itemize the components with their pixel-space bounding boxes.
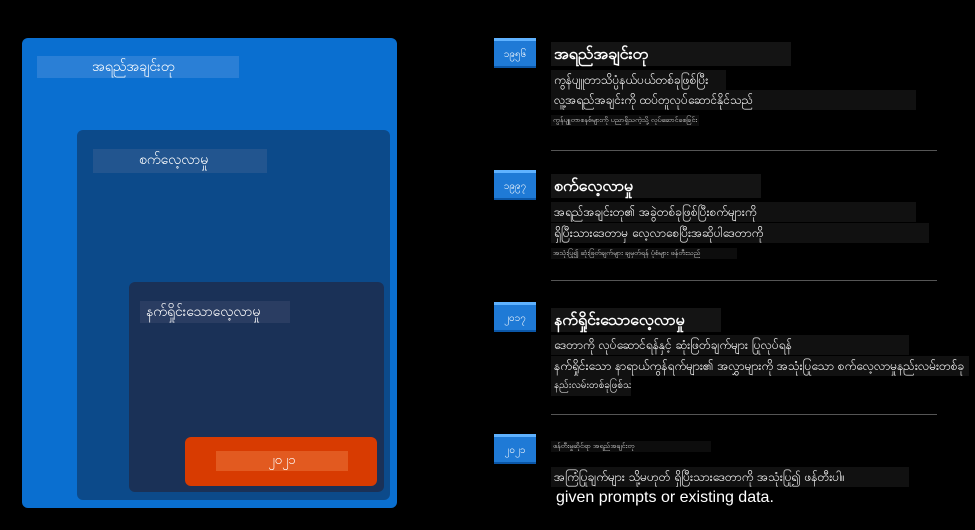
entry-title-genai: ဖန်တီးမှုဆိုင်ရာ အရည်အချင်းတု [551, 441, 711, 452]
entry-desc-ml-1: အရည်အချင်းတု၏ အခွဲတစ်ခုဖြစ်ပြီးစက်များကိ… [551, 202, 916, 222]
entry-desc-genai-2: given prompts or existing data. [556, 489, 774, 506]
entry-desc-genai-1: အကြံပြုချက်များ သို့မဟုတ် ရှိပြီးသားဒေတာ… [551, 467, 909, 487]
divider [551, 280, 937, 281]
entry-desc-dl-2: နက်ရှိုင်းသော နာရာယ်ကွန်ရက်များ၏ အလွှာမျ… [551, 356, 969, 376]
entry-desc-ml-2: ရှိပြီးသားဒေတာမှ လေ့လာစေပြီးအဆိုပါဒေတာကိ… [551, 223, 929, 243]
dl-label: နက်ရှိုင်းသောလေ့လာမှု [140, 301, 290, 323]
entry-note-ai: ကွန်ပျူတာစနစ်များကို ပညာရှိသကဲ့သို့ လုပ်… [551, 115, 699, 126]
calendar-icon: ၂၀၁၇ [494, 302, 536, 332]
entry-title-ai: အရည်အချင်းတု [551, 42, 791, 66]
entry-desc-ai-1: ကွန်ပျူတာသိပ္ပံနယ်ပယ်တစ်ခုဖြစ်ပြီး [551, 70, 726, 90]
year-1997: ၁၉၉၇ [503, 181, 527, 192]
entry-title-ml: စက်လေ့လာမှု [551, 174, 761, 198]
divider [551, 414, 937, 415]
genai-year-label: ၂၀၂၁ [216, 451, 348, 471]
entry-title-dl: နက်ရှိုင်းသောလေ့လာမှု [551, 308, 721, 332]
divider [551, 150, 937, 151]
entry-desc-dl-3: နည်းလမ်းတစ်ခုဖြစ်သည် [551, 376, 631, 396]
calendar-icon: ၁၉၉၇ [494, 170, 536, 200]
year-1956: ၁၉၅၆ [503, 49, 527, 60]
ai-label: အရည်အချင်းတု [37, 56, 239, 78]
ml-label: စက်လေ့လာမှု [93, 149, 267, 173]
entry-desc-dl-1: ဒေတာကို လုပ်ဆောင်ရန်နှင့် ဆုံးဖြတ်ချက်မျ… [551, 335, 909, 355]
year-2021: ၂၀၂၁ [504, 445, 526, 456]
entry-desc-ai-2: လူ့အရည်အချင်းကို ထပ်တူလုပ်ဆောင်နိုင်သည် [551, 90, 916, 110]
calendar-icon: ၁၉၅၆ [494, 38, 536, 68]
year-2017: ၂၀၁၇ [504, 313, 526, 324]
calendar-icon: ၂၀၂၁ [494, 434, 536, 464]
entry-note-ml: အသုံးပြု၍ ဆုံးဖြတ်ချက်များ ချမှတ်ရန် ပုံ… [551, 248, 737, 259]
